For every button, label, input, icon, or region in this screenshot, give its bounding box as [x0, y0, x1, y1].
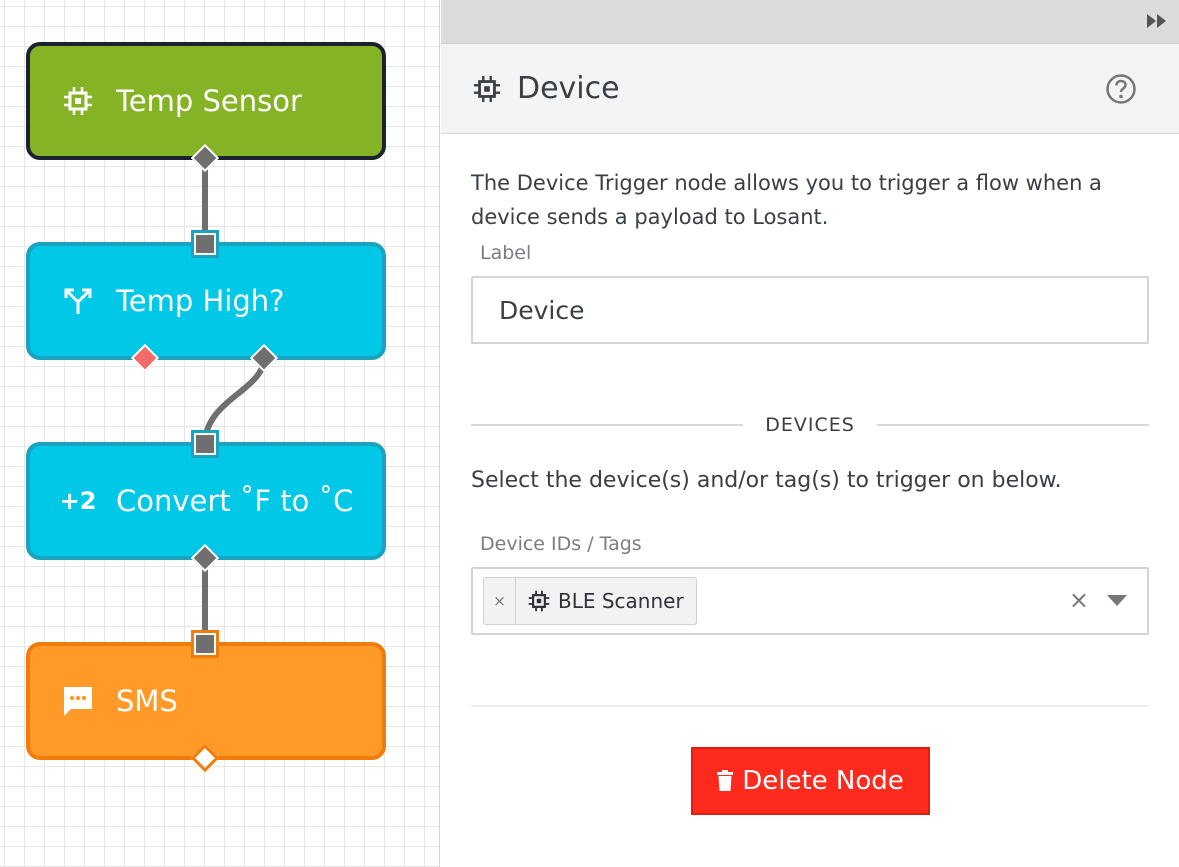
delete-node-button[interactable]: Delete Node — [690, 747, 930, 815]
selected-device-chip: × BLE Scanner — [483, 577, 697, 625]
remove-chip-button[interactable]: × — [484, 578, 516, 624]
branch-icon — [60, 283, 96, 319]
delete-button-label: Delete Node — [742, 766, 904, 796]
devices-hint: Select the device(s) and/or tag(s) to tr… — [471, 468, 1062, 493]
dropdown-caret-icon[interactable] — [1107, 595, 1127, 606]
trash-icon — [716, 770, 734, 792]
node-label: SMS — [116, 684, 178, 718]
clear-selection-icon[interactable]: × — [1068, 586, 1089, 614]
panel-title: Device — [517, 71, 620, 106]
sms-icon — [60, 683, 96, 719]
node-label: Temp High? — [116, 284, 285, 318]
panel-topbar — [441, 0, 1179, 44]
footer-divider — [471, 705, 1149, 707]
node-convert[interactable]: +2 Convert ˚F to ˚C — [26, 442, 386, 560]
panel-header: Device — [441, 44, 1179, 134]
collapse-panel-icon[interactable] — [1145, 12, 1169, 34]
input-port[interactable] — [191, 230, 219, 258]
chip-icon — [473, 75, 501, 103]
section-title: DEVICES — [765, 414, 855, 436]
node-label: Temp Sensor — [116, 84, 302, 118]
node-sms[interactable]: SMS — [26, 642, 386, 760]
node-label: Convert ˚F to ˚C — [116, 484, 354, 518]
node-temp-sensor[interactable]: Temp Sensor — [26, 42, 386, 160]
help-icon[interactable] — [1105, 73, 1137, 109]
workflow-canvas[interactable]: Temp Sensor Temp High? +2 Convert ˚F to … — [0, 0, 440, 867]
node-temp-high[interactable]: Temp High? — [26, 242, 386, 360]
device-ids-label: Device IDs / Tags — [480, 533, 642, 555]
node-description: The Device Trigger node allows you to tr… — [471, 171, 1102, 229]
devices-section-divider: DEVICES — [471, 410, 1150, 440]
node-properties-panel: Device The Device Trigger node allows yo… — [441, 0, 1179, 867]
input-port[interactable] — [191, 430, 219, 458]
chip-label: BLE Scanner — [558, 589, 684, 613]
math-icon: +2 — [59, 487, 97, 515]
device-tags-select[interactable]: × BLE Scanner × — [471, 567, 1149, 635]
input-port[interactable] — [191, 630, 219, 658]
chip-icon — [60, 83, 96, 119]
chip-icon — [528, 590, 550, 612]
label-field-label: Label — [480, 242, 532, 264]
label-input[interactable] — [471, 276, 1149, 344]
